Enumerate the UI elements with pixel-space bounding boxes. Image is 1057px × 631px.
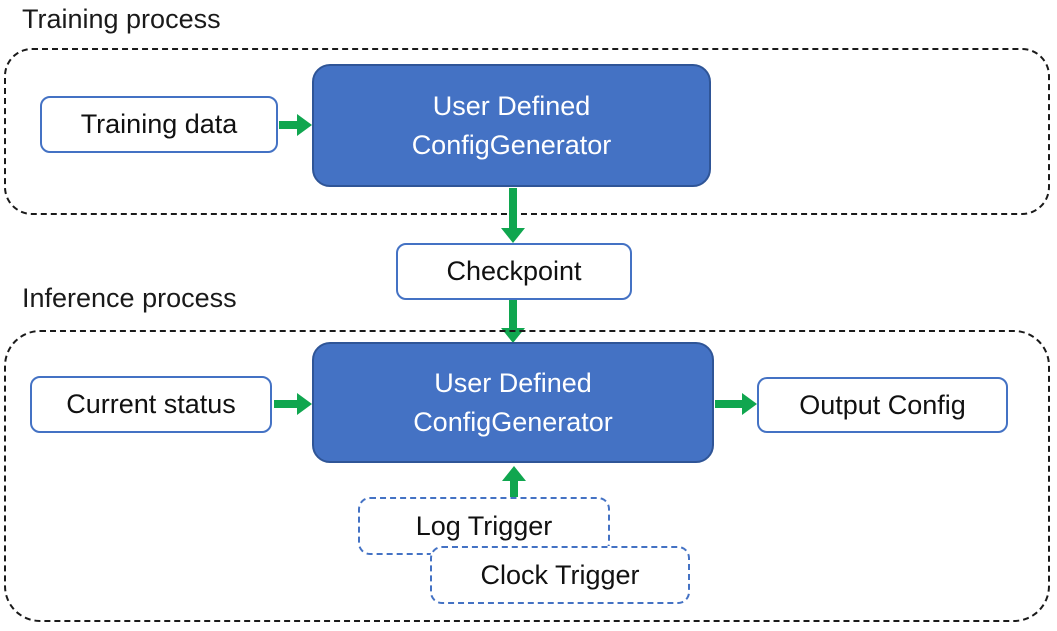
output-config-box: Output Config	[757, 377, 1008, 433]
checkpoint-box: Checkpoint	[396, 243, 632, 300]
arrow-shaft	[510, 481, 518, 497]
training-config-generator-box: User Defined ConfigGenerator	[312, 64, 711, 187]
generator-label-line1: User Defined	[434, 367, 592, 398]
training-process-label: Training process	[22, 4, 221, 34]
arrow-generator-to-checkpoint	[501, 188, 525, 243]
arrow-shaft	[274, 400, 297, 408]
inference-process-label: Inference process	[22, 283, 237, 313]
generator-label-line2: ConfigGenerator	[413, 406, 613, 437]
arrow-shaft	[509, 188, 517, 228]
inference-config-generator-box: User Defined ConfigGenerator	[312, 342, 714, 463]
generator-label-line1: User Defined	[432, 90, 591, 121]
arrow-shaft	[279, 121, 297, 129]
inference-process-container	[4, 330, 1050, 622]
training-data-box: Training data	[40, 96, 278, 153]
arrow-current-status-to-generator	[274, 393, 312, 415]
arrow-head-up-icon	[502, 466, 526, 481]
arrow-head-right-icon	[297, 114, 312, 136]
arrow-head-right-icon	[297, 393, 312, 415]
current-status-box: Current status	[30, 376, 272, 433]
generator-label-line2: ConfigGenerator	[411, 129, 612, 160]
arrow-shaft	[509, 300, 517, 328]
arrow-shaft	[715, 400, 742, 408]
training-process-container	[4, 48, 1050, 215]
arrow-generator-to-output-config	[715, 393, 757, 415]
arrow-triggers-to-generator	[502, 466, 526, 497]
arrow-head-right-icon	[742, 393, 757, 415]
clock-trigger-box: Clock Trigger	[430, 546, 690, 604]
arrow-training-data-to-generator	[279, 114, 312, 136]
arrow-head-down-icon	[501, 228, 525, 243]
